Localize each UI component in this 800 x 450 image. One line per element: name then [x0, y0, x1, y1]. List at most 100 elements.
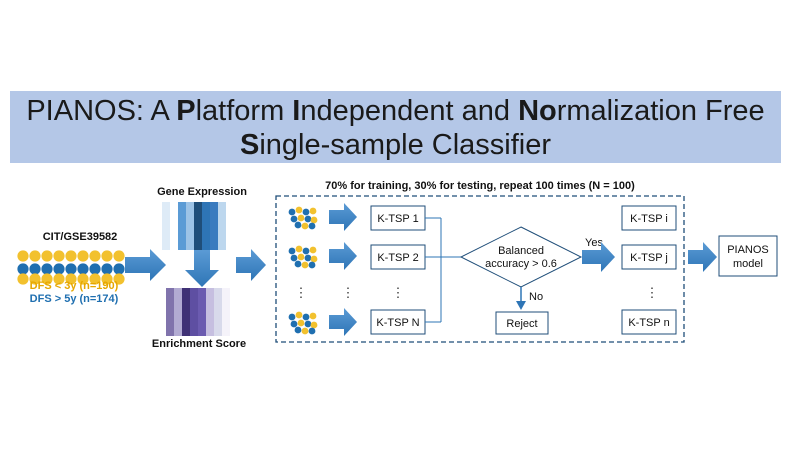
- heatmap-cell: [218, 242, 226, 250]
- gene-expression-label: Gene Expression: [157, 186, 247, 198]
- sample-dot: [308, 222, 316, 230]
- heatmap-cell: [166, 304, 174, 312]
- sample-dot: [290, 215, 298, 223]
- title-line-2: Single-sample Classifier: [10, 128, 781, 162]
- ellipsis-arrow-col: ⋮: [342, 285, 355, 300]
- cohort-dot: [53, 250, 65, 262]
- heatmap-cell: [214, 304, 222, 312]
- sample-dot: [308, 261, 316, 269]
- heatmap-cell: [198, 312, 206, 320]
- cohort-dot: [101, 250, 113, 262]
- heatmap-cell: [210, 210, 218, 218]
- heatmap-cell: [194, 218, 202, 226]
- cohort-dot: [77, 250, 89, 262]
- cohort-dot: [17, 273, 29, 285]
- sample-dot: [295, 206, 303, 214]
- sample-dot-groups: [288, 206, 318, 335]
- title-line-1-part: ndependent and: [300, 95, 519, 127]
- heatmap-cell: [162, 218, 170, 226]
- reject-box: [495, 311, 549, 335]
- sample-dot: [308, 327, 316, 335]
- heatmap-cell: [190, 296, 198, 304]
- title-line-1-part: rmalization Free: [556, 95, 765, 127]
- heatmap-cell: [222, 320, 230, 328]
- ktsp-n-label: K-TSP N: [376, 317, 419, 329]
- sample-dot: [304, 254, 312, 262]
- heatmap-cell: [182, 328, 190, 336]
- heatmap-cell: [186, 210, 194, 218]
- sample-dot: [304, 320, 312, 328]
- yes-label: Yes: [585, 237, 603, 249]
- heatmap-cell: [174, 320, 182, 328]
- heatmap-cell: [186, 218, 194, 226]
- sample-dot: [295, 245, 303, 253]
- heatmap-cell: [162, 234, 170, 242]
- heatmap-cell: [178, 234, 186, 242]
- cohort-dot: [17, 263, 29, 275]
- heatmap-cell: [170, 202, 178, 210]
- heatmap-cell: [210, 234, 218, 242]
- cohort-dot: [77, 263, 89, 275]
- arrow-to-ktsp-2: [329, 242, 357, 270]
- sample-dot: [294, 260, 302, 268]
- cohort-dot: [53, 263, 65, 275]
- training-loop-box: [275, 195, 685, 343]
- sample-dot: [302, 247, 310, 255]
- arrow-to-ktsp-n: [329, 308, 357, 336]
- dataset-name: CIT/GSE39582: [43, 231, 118, 243]
- ktsp-n-selected-box: [621, 309, 677, 335]
- heatmap-cell: [206, 312, 214, 320]
- dfs-short-label: DFS < 3y (n=190): [30, 280, 119, 292]
- heatmap-cell: [170, 218, 178, 226]
- heatmap-cell: [202, 202, 210, 210]
- cohort-dot: [41, 250, 53, 262]
- title-line-1-part: No: [518, 95, 557, 127]
- sample-dot: [297, 253, 305, 261]
- ktsp-j-label: K-TSP j: [630, 252, 668, 264]
- sample-dot: [310, 321, 318, 329]
- heatmap-cell: [222, 304, 230, 312]
- enrichment-score-heatmap: [166, 288, 230, 336]
- sample-dot: [288, 208, 296, 216]
- sample-dot: [301, 261, 309, 269]
- heatmap-cell: [222, 296, 230, 304]
- heatmap-cell: [182, 296, 190, 304]
- heatmap-cell: [170, 234, 178, 242]
- cohort-dot: [29, 263, 41, 275]
- sample-dot: [304, 215, 312, 223]
- heatmap-cell: [186, 234, 194, 242]
- heatmap-cell: [194, 210, 202, 218]
- sample-dot: [294, 326, 302, 334]
- sample-dot: [310, 255, 318, 263]
- heatmap-cell: [206, 320, 214, 328]
- heatmap-cell: [174, 328, 182, 336]
- ktsp-2-label: K-TSP 2: [377, 252, 418, 264]
- arrow-to-expression: [125, 249, 166, 281]
- heatmap-cell: [198, 328, 206, 336]
- ellipsis-dots-col: ⋮: [295, 285, 308, 300]
- heatmap-cell: [222, 328, 230, 336]
- arrow-to-training-loop: [236, 249, 266, 281]
- heatmap-cell: [206, 288, 214, 296]
- cohort-dot: [29, 250, 41, 262]
- ellipsis-ktsp-col: ⋮: [392, 285, 405, 300]
- heatmap-cell: [170, 210, 178, 218]
- heatmap-cell: [218, 218, 226, 226]
- cohort-dot: [41, 273, 53, 285]
- heatmap-cell: [198, 288, 206, 296]
- heatmap-cell: [202, 226, 210, 234]
- heatmap-cell: [162, 210, 170, 218]
- heatmap-cell: [166, 320, 174, 328]
- heatmap-cell: [210, 202, 218, 210]
- heatmap-cell: [214, 288, 222, 296]
- gene-expression-heatmap: [162, 202, 226, 250]
- sample-dot: [301, 222, 309, 230]
- heatmap-cell: [170, 242, 178, 250]
- heatmap-cell: [222, 288, 230, 296]
- sample-dot: [290, 320, 298, 328]
- title-line-1: PIANOS: A Platform Independent and Norma…: [10, 94, 781, 128]
- heatmap-cell: [190, 288, 198, 296]
- cohort-dot: [53, 273, 65, 285]
- pianos-model-box: [718, 235, 778, 277]
